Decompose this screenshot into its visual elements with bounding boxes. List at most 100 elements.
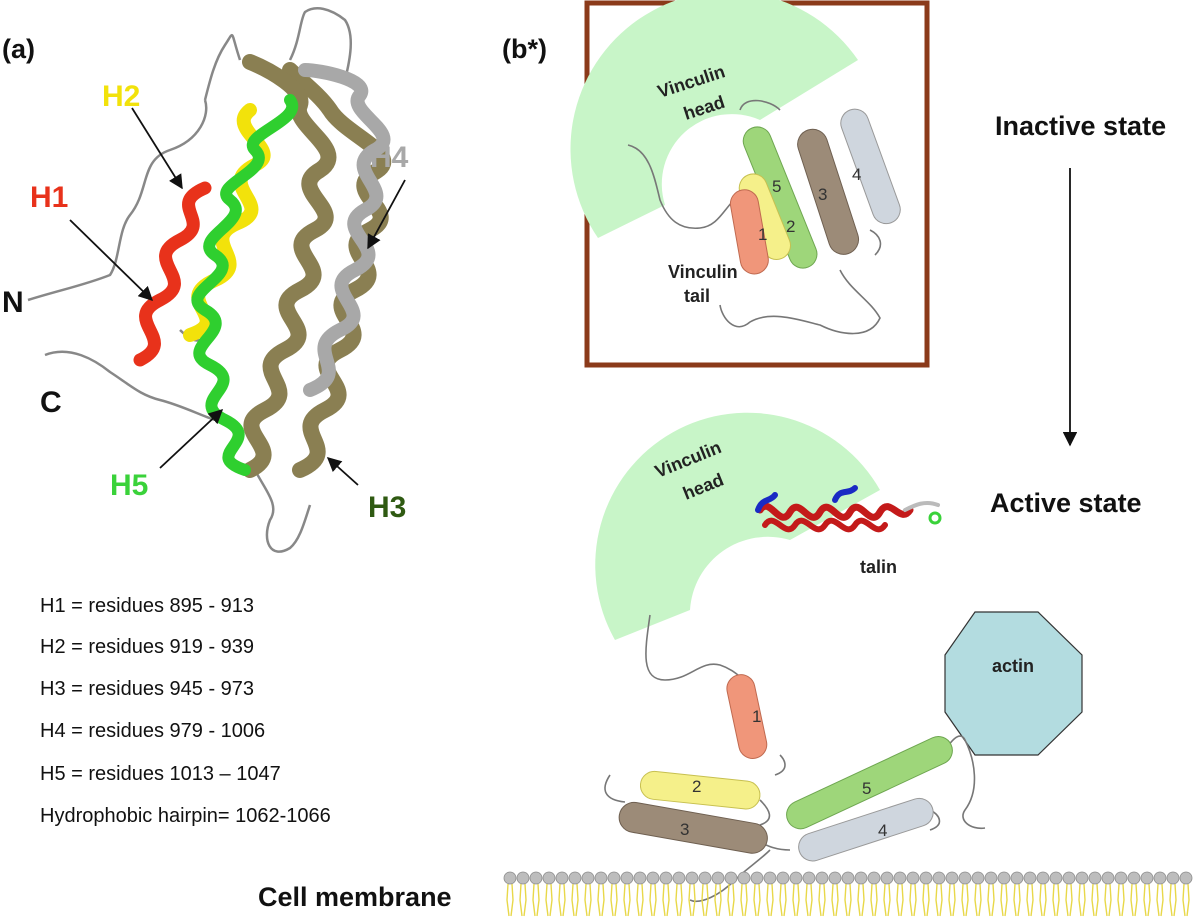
lipid-tail <box>887 883 891 917</box>
lipid-head <box>763 871 777 885</box>
lipid-tail <box>584 883 588 917</box>
h5-arrow <box>159 409 224 469</box>
lipid-tail <box>718 883 722 917</box>
lipid-tail <box>779 883 783 917</box>
lipid-head <box>698 871 712 885</box>
lipid-tail <box>614 883 618 917</box>
lipid-head <box>880 871 894 885</box>
lipid-tail <box>1039 883 1043 917</box>
lipid-tail <box>688 883 692 917</box>
vinculin-tail-label-2: tail <box>684 286 710 306</box>
lipid-head <box>828 871 842 885</box>
lipid-head <box>568 871 582 885</box>
lipid-tail <box>727 883 731 917</box>
lipid-tail <box>1043 883 1047 917</box>
lipid-head <box>1166 871 1180 885</box>
lipid-head <box>1023 871 1037 885</box>
actin-octagon <box>944 611 1083 756</box>
lipid-tail <box>844 883 848 917</box>
cyl-1-num-inactive: 1 <box>758 225 767 244</box>
legend-line: H1 = residues 895 - 913 <box>40 595 254 617</box>
h3-label: H3 <box>368 491 406 524</box>
lipid-head <box>945 871 959 885</box>
lipid-tail <box>1160 883 1164 917</box>
actin-label: actin <box>992 656 1034 676</box>
lipid-tail <box>1069 883 1073 917</box>
cyl-3-num-active: 3 <box>680 820 689 839</box>
lipid-head <box>1114 871 1128 885</box>
lipid-tail <box>731 883 735 917</box>
h3-arrow <box>326 457 359 486</box>
lipid-tail <box>974 883 978 917</box>
talin-label: talin <box>860 557 897 577</box>
lipid-tail <box>874 883 878 917</box>
lipid-head <box>815 871 829 885</box>
lipid-tail <box>1130 883 1134 917</box>
lipid-tail <box>965 883 969 917</box>
lipid-tail <box>1017 883 1021 917</box>
lipid-head <box>1075 871 1089 885</box>
lipid-tail <box>1169 883 1173 917</box>
lipid-tail <box>675 883 679 917</box>
lipid-head <box>802 871 816 885</box>
lipid-head <box>789 871 803 885</box>
lipid-tail <box>601 883 605 917</box>
cell-membrane-label: Cell membrane <box>258 882 452 912</box>
lipid-tail <box>510 883 514 917</box>
lipid-head <box>750 871 764 885</box>
lipid-tail <box>1078 883 1082 917</box>
h4-label: H4 <box>370 141 409 174</box>
h1-label: H1 <box>30 181 68 214</box>
lipid-tail <box>610 883 614 917</box>
cyl-3-num-inactive: 3 <box>818 185 827 204</box>
cylinder-4-active <box>798 797 934 862</box>
helix-arrows <box>69 107 406 486</box>
lipid-tail <box>792 883 796 917</box>
lipid-tail <box>701 883 705 917</box>
lipid-head <box>503 871 517 885</box>
lipid-head <box>984 871 998 885</box>
lipid-tail <box>523 883 527 917</box>
lipid-tail <box>597 883 601 917</box>
lipid-tail <box>666 883 670 917</box>
lipid-head <box>906 871 920 885</box>
lipid-tail <box>627 883 631 917</box>
lipid-head <box>724 871 738 885</box>
cylinder-3-inactive <box>797 128 860 255</box>
h4-arrow <box>367 179 406 250</box>
talin-helix <box>755 485 942 533</box>
lipid-head <box>1010 871 1024 885</box>
lipid-head <box>633 871 647 885</box>
active-cylinders <box>618 674 953 862</box>
inactive-cylinders <box>729 108 901 275</box>
lipid-head <box>607 871 621 885</box>
lipid-head <box>1179 871 1193 885</box>
vinculin-tail-label-1: Vinculin <box>668 262 738 282</box>
lipid-tail <box>653 883 657 917</box>
lipid-head <box>841 871 855 885</box>
lipid-head <box>737 871 751 885</box>
active-state-label: Active state <box>990 488 1142 518</box>
lipid-head <box>854 871 868 885</box>
lipid-tail <box>1186 883 1190 917</box>
lipid-tail <box>1143 883 1147 917</box>
lipid-head <box>893 871 907 885</box>
lipid-tail <box>961 883 965 917</box>
backbone-loops <box>27 7 353 553</box>
h5-label: H5 <box>110 469 148 502</box>
lipid-head <box>1101 871 1115 885</box>
legend-line: H3 = residues 945 - 973 <box>40 678 254 700</box>
lipid-tail <box>861 883 865 917</box>
lipid-tail <box>714 883 718 917</box>
lipid-tail <box>1013 883 1017 917</box>
lipid-tail <box>705 883 709 917</box>
lipid-tail <box>987 883 991 917</box>
lipid-head <box>1049 871 1063 885</box>
lipid-tail <box>939 883 943 917</box>
lipid-tail <box>1134 883 1138 917</box>
lipid-head <box>1153 871 1167 885</box>
lipid-head <box>1140 871 1154 885</box>
lipid-tail <box>831 883 835 917</box>
cylinder-5-active <box>786 736 953 830</box>
